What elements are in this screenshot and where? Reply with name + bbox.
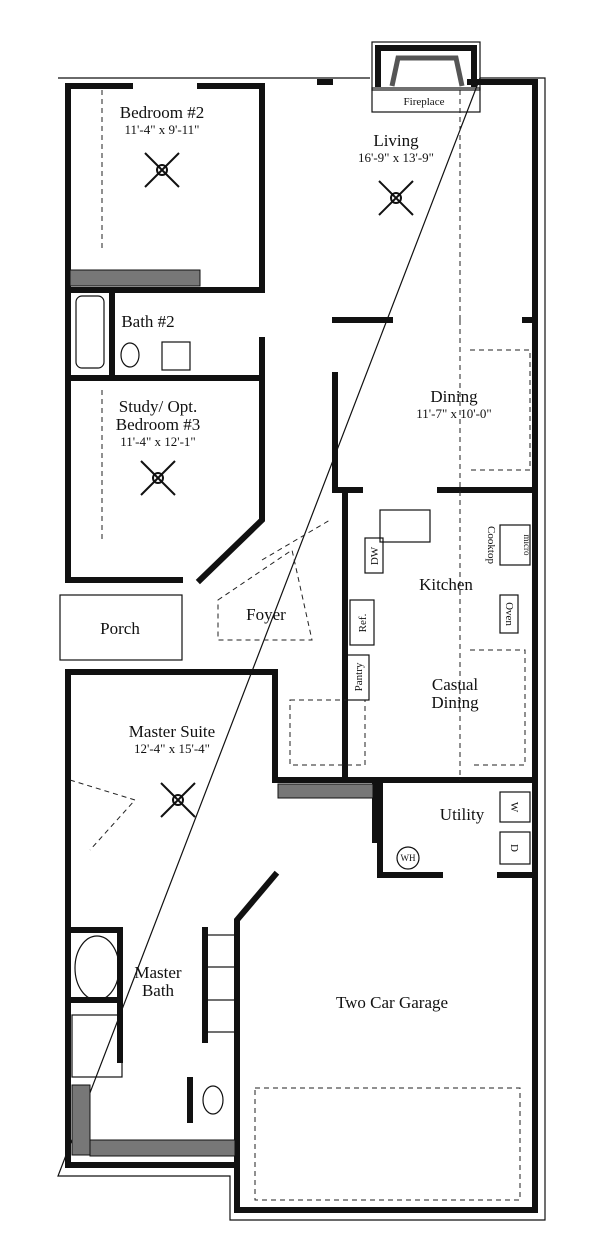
fireplace: Fireplace <box>371 41 481 113</box>
ceiling-fan-icon <box>160 782 196 818</box>
dryer <box>499 831 531 865</box>
toilet-icon <box>120 342 140 368</box>
room-label-kitchen: Kitchen <box>419 575 473 594</box>
room-label-master-bath: Bath <box>142 981 175 1000</box>
bathtub-icon <box>74 935 120 1001</box>
fixture-label-washer: W <box>508 802 520 813</box>
fixture-label-oven: Oven <box>503 602 515 626</box>
closet-shelf <box>69 269 201 287</box>
ceiling-fan-icon <box>140 460 176 496</box>
ceiling-fan-icon <box>144 152 180 188</box>
room-label-casual: Casual <box>432 675 479 694</box>
refrigerator <box>349 599 375 646</box>
room-label-foyer: Foyer <box>246 605 286 624</box>
room-dim-bedroom-2: 11'-4" x 9'-11" <box>125 122 200 137</box>
room-dim-study: 11'-4" x 12'-1" <box>120 434 195 449</box>
pantry <box>346 654 370 701</box>
sink-icon <box>206 999 236 1033</box>
outer-outline <box>57 77 546 1221</box>
fixture-label-pantry: Pantry <box>353 662 365 691</box>
walls <box>65 79 538 1213</box>
closet-shelf <box>71 1084 91 1156</box>
closet-shelf <box>89 1139 236 1157</box>
room-label-casual-dining: Dining <box>431 693 479 712</box>
room-dim-master-suite: 12'-4" x 15'-4" <box>134 741 210 756</box>
room-label-bedroom-3: Bedroom #3 <box>116 415 201 434</box>
oven <box>499 594 519 634</box>
fixture-label-dryer: D <box>508 844 520 852</box>
sink-icon <box>161 341 191 371</box>
fixture-label-dw: DW <box>369 546 381 565</box>
fixture-label-wh: WH <box>401 853 416 863</box>
ceiling-lines <box>69 90 531 1201</box>
room-label-study: Study/ Opt. <box>119 397 197 416</box>
ceiling-fan-icon <box>378 180 414 216</box>
sink-icon <box>206 934 236 968</box>
room-label-dining: Dining <box>430 387 478 406</box>
room-label-porch: Porch <box>100 619 140 638</box>
porch-outline <box>59 594 183 661</box>
fixture-label-micro: micro <box>522 535 532 556</box>
fireplace-label: Fireplace <box>404 96 445 108</box>
room-label-garage: Two Car Garage <box>336 993 448 1012</box>
shower-icon <box>71 1014 123 1078</box>
kitchen-sink-icon <box>379 509 431 543</box>
dishwasher <box>364 537 384 574</box>
fixture-label-cooktop: Cooktop <box>485 526 497 564</box>
washer <box>499 791 531 823</box>
water-heater <box>396 846 420 870</box>
room-label-living: Living <box>373 131 419 150</box>
room-dim-dining: 11'-7" x 10'-0" <box>416 406 491 421</box>
room-label-utility: Utility <box>440 805 485 824</box>
room-label-master-suite: Master Suite <box>129 722 215 741</box>
room-dim-living: 16'-9" x 13'-9" <box>358 150 434 165</box>
cooktop-icon <box>499 524 531 566</box>
room-label-bedroom-2: Bedroom #2 <box>120 103 205 122</box>
room-label-bath-2: Bath #2 <box>121 312 174 331</box>
bathtub-icon <box>75 295 105 369</box>
room-label-master: Master <box>134 963 182 982</box>
fixture-label-ref: Ref. <box>357 613 369 632</box>
closet-shelf <box>277 783 374 799</box>
toilet-icon <box>202 1085 224 1115</box>
